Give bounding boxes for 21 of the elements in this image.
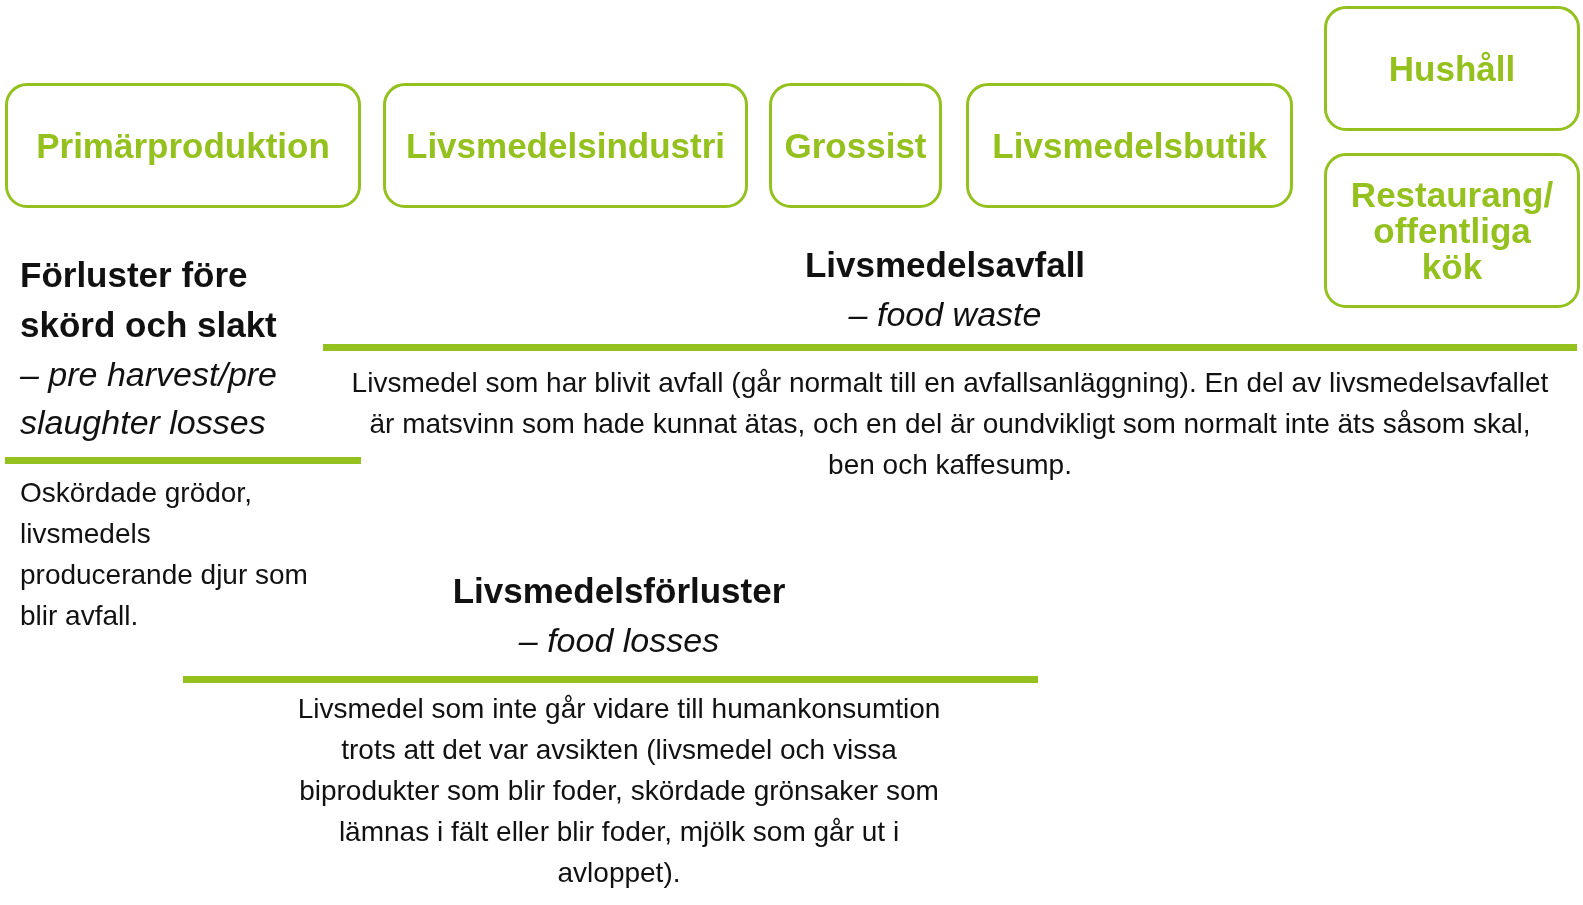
section-subtitle: – pre harvest/pre slaughter losses (20, 354, 279, 443)
stage-name: Hushåll (1388, 50, 1516, 87)
stage-name: Restaurang/ offentliga kök (1349, 176, 1555, 285)
stage-box (383, 83, 748, 208)
section-description: Livsmedel som har blivit avfall (går normalt till en avfallsanläggning). En del av livsmedelsavfallet är matsvinn som hade kunnat ätas, och en del är oundvikligt som normalt inte äts såsom skal, ben och kaffesump. (350, 366, 1550, 482)
section-subtitle: – food waste (848, 294, 1042, 335)
section-subtitle: – food losses (518, 620, 720, 661)
section-heading: Livsmedelsavfall (804, 244, 1086, 286)
stage-box (769, 83, 942, 208)
stage-box (5, 83, 361, 208)
stage-box (966, 83, 1293, 208)
stage-name: Primärproduktion (36, 127, 330, 164)
section-heading: Förluster före skörd och slakt (20, 254, 278, 346)
section-description: Oskördade grödor, livsmedels producerande djur som blir avfall. (20, 476, 309, 633)
stage-box (1324, 6, 1580, 131)
stage-name: Livsmedelsindustri (406, 127, 725, 164)
section-description: Livsmedel som inte går vidare till humankonsumtion trots att det var avsikten (livsmedel och vissa biprodukter som blir foder, skördade grönsaker som lämnas i fält eller blir foder, mjölk som går ut i avloppet). (296, 692, 942, 890)
section-heading: Livsmedelsförluster (452, 570, 786, 612)
stage-name: Livsmedelsbutik (992, 127, 1267, 164)
stage-name: Grossist (784, 127, 927, 164)
stage-box (1324, 153, 1580, 308)
